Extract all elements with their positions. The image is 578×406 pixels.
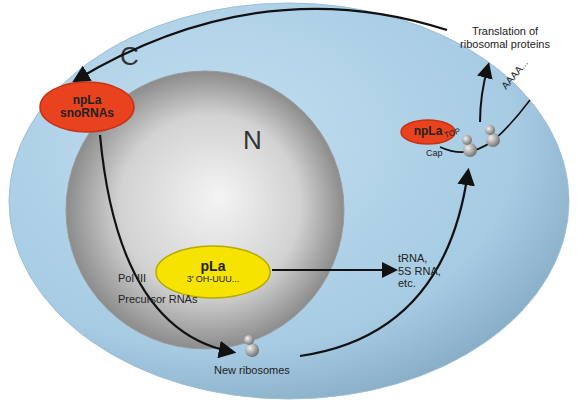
processing-arrow bbox=[272, 269, 394, 271]
node-text: pLa bbox=[201, 259, 226, 274]
ribosome-icon bbox=[486, 133, 500, 147]
ribosome-icon bbox=[245, 343, 259, 357]
cell-ellipse: CNnpLa snoRNAspLa3' OH-UUU...npLa bbox=[8, 2, 570, 400]
cell-ellipse-shape bbox=[9, 3, 569, 399]
ribosome-icon bbox=[463, 143, 477, 157]
ribosome-icon bbox=[244, 335, 254, 345]
ribosome-icon bbox=[462, 135, 472, 145]
mrna-strand bbox=[440, 100, 530, 152]
snorna-ellipse: npLa snoRNAs bbox=[39, 81, 135, 133]
node-text: npLa bbox=[414, 125, 443, 138]
pol-label: Pol III bbox=[118, 272, 146, 285]
yellow-ellipse-shape bbox=[156, 246, 270, 298]
cap-label: Cap bbox=[426, 148, 443, 158]
pla-ellipse: pLa3' OH-UUU... bbox=[155, 245, 271, 299]
ribosome-arrow bbox=[300, 172, 468, 356]
import-arrow bbox=[76, 9, 447, 80]
red-ellipse-shape bbox=[40, 82, 134, 132]
ribosome-label: New ribosomes bbox=[214, 364, 290, 377]
product-label: tRNA, 5S RNA, etc. bbox=[398, 252, 442, 290]
translation-arrow bbox=[480, 66, 488, 122]
node-text: 3' OH-UUU... bbox=[187, 275, 240, 285]
translation-label: Translation of ribosomal proteins bbox=[456, 25, 554, 50]
node-text: npLa snoRNAs bbox=[54, 94, 120, 120]
nucleus-sphere: NnpLa snoRNAspLa3' OH-UUU... bbox=[65, 70, 345, 350]
text-holder: pLa3' OH-UUU... bbox=[155, 245, 271, 299]
node-text: N bbox=[243, 126, 262, 155]
text-holder: npLa snoRNAs bbox=[39, 81, 135, 133]
ribosome-icon bbox=[485, 125, 495, 135]
export-arrow bbox=[100, 135, 232, 352]
node-text: C bbox=[120, 42, 139, 71]
precursor-label: Precursor RNAs bbox=[118, 293, 197, 306]
